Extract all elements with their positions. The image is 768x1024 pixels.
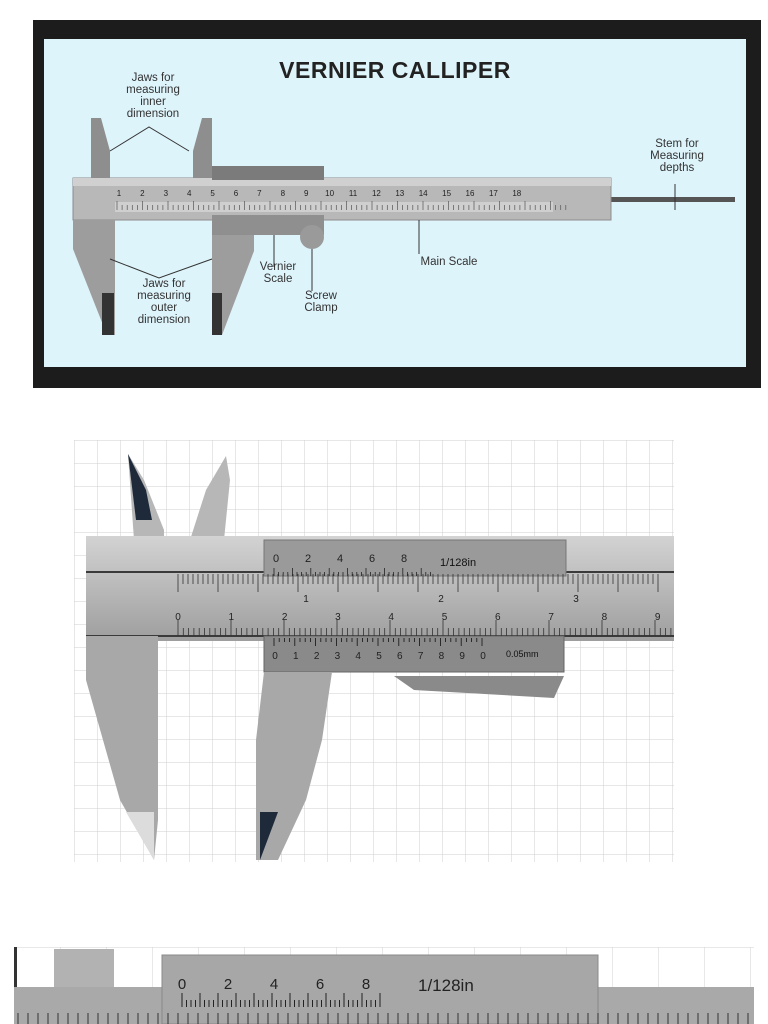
main-scale-number: 2 bbox=[140, 189, 145, 198]
main-scale-number: 9 bbox=[304, 189, 309, 198]
inch-unit: 1/128in bbox=[440, 557, 476, 569]
closeup-inch-plate bbox=[161, 954, 599, 1024]
closeup-inch-number: 8 bbox=[362, 976, 370, 993]
closeup-ticks bbox=[17, 993, 749, 1024]
main-inch-number: 3 bbox=[573, 594, 579, 605]
main-cm-number: 7 bbox=[548, 612, 554, 623]
main-scale-number: 12 bbox=[372, 189, 381, 198]
main-scale-number: 3 bbox=[164, 189, 169, 198]
main-scale-number: 10 bbox=[325, 189, 334, 198]
main-scale-number: 14 bbox=[419, 189, 428, 198]
closeup-inch-number: 6 bbox=[316, 976, 324, 993]
main-scale-number: 13 bbox=[395, 189, 404, 198]
main-cm-number: 4 bbox=[388, 612, 394, 623]
closeup-jaw bbox=[54, 949, 114, 989]
main-cm-number: 8 bbox=[602, 612, 608, 623]
main-cm-number: 5 bbox=[442, 612, 448, 623]
main-inch-number: 2 bbox=[438, 594, 444, 605]
main-scale-number: 5 bbox=[210, 189, 215, 198]
closeup-scale-numbers: 0 2 4 6 8 bbox=[178, 976, 370, 993]
main-scale-label: Main Scale bbox=[420, 256, 478, 268]
main-scale-number: 11 bbox=[349, 189, 358, 198]
closeup-inch-number: 2 bbox=[224, 976, 232, 993]
vernier-number: 1 bbox=[293, 651, 299, 662]
main-scale-number: 1 bbox=[117, 189, 122, 198]
closeup-inch-number: 0 bbox=[178, 976, 186, 993]
vernier-number: 6 bbox=[397, 651, 403, 662]
sliding-inner-jaw bbox=[190, 456, 230, 540]
main-cm-number: 2 bbox=[282, 612, 288, 623]
main-cm-number: 0 bbox=[175, 612, 181, 623]
vernier-unit: 0.05mm bbox=[506, 649, 539, 659]
vernier-plate bbox=[212, 215, 324, 235]
vernier-number: 2 bbox=[314, 651, 320, 662]
main-cm-number: 6 bbox=[495, 612, 501, 623]
depth-rail bbox=[394, 676, 564, 698]
inch-scale-plate bbox=[263, 539, 567, 577]
closeup-inch-unit: 1/128in bbox=[418, 976, 474, 995]
main-cm-number: 3 bbox=[335, 612, 341, 623]
main-cm-number: 9 bbox=[655, 612, 661, 623]
caliper-photo-main: 0 2 4 6 8 1 2 3 0 1 2 3 4 5 6 7 8 9 0 1 2 3 4 5 6 7 8 9 0 1/128in 0.… bbox=[74, 440, 674, 862]
vernier-number: 0 bbox=[480, 651, 486, 662]
scale-numbers: 0 2 4 6 8 1 2 3 0 1 2 3 4 5 6 7 8 9 0 1 2 3 4 5 6 7 8 9 0 bbox=[175, 553, 661, 662]
main-scale-number: 18 bbox=[512, 189, 521, 198]
fixed-outer-jaw bbox=[86, 636, 158, 860]
depth-stem bbox=[609, 197, 735, 202]
vernier-number: 0 bbox=[272, 651, 278, 662]
vernier-number: 3 bbox=[335, 651, 341, 662]
main-scale-number: 16 bbox=[466, 189, 475, 198]
inch-scale-number: 4 bbox=[337, 553, 343, 565]
vernier-number: 4 bbox=[355, 651, 361, 662]
main-scale-number: 6 bbox=[234, 189, 239, 198]
main-scale-number: 4 bbox=[187, 189, 192, 198]
closeup-inch-number: 4 bbox=[270, 976, 278, 993]
main-scale-ticks bbox=[116, 201, 567, 210]
caliper-photo-closeup: 0 2 4 6 8 1/128in bbox=[14, 947, 754, 1024]
vernier-number: 9 bbox=[459, 651, 465, 662]
inch-scale-number: 2 bbox=[305, 553, 311, 565]
vernier-number: 8 bbox=[439, 651, 445, 662]
main-cm-number: 1 bbox=[229, 612, 235, 623]
sliding-inner-jaw bbox=[193, 118, 212, 178]
main-scale-number: 17 bbox=[489, 189, 498, 198]
inch-scale-number: 0 bbox=[273, 553, 279, 565]
scale-ticks bbox=[177, 568, 672, 646]
vernier-number: 7 bbox=[418, 651, 424, 662]
inch-scale-number: 8 bbox=[401, 553, 407, 565]
main-scale-number: 7 bbox=[257, 189, 262, 198]
main-inch-number: 1 bbox=[303, 594, 309, 605]
main-scale-number: 8 bbox=[281, 189, 286, 198]
screw-clamp-knob bbox=[300, 225, 324, 249]
sliding-outer-jaw bbox=[212, 235, 254, 335]
diagram-title: VERNIER CALLIPER bbox=[279, 57, 511, 83]
fixed-inner-jaw bbox=[91, 118, 110, 178]
inch-scale-number: 6 bbox=[369, 553, 375, 565]
main-scale-number: 15 bbox=[442, 189, 451, 198]
vernier-number: 5 bbox=[376, 651, 382, 662]
slider-top bbox=[212, 166, 324, 180]
